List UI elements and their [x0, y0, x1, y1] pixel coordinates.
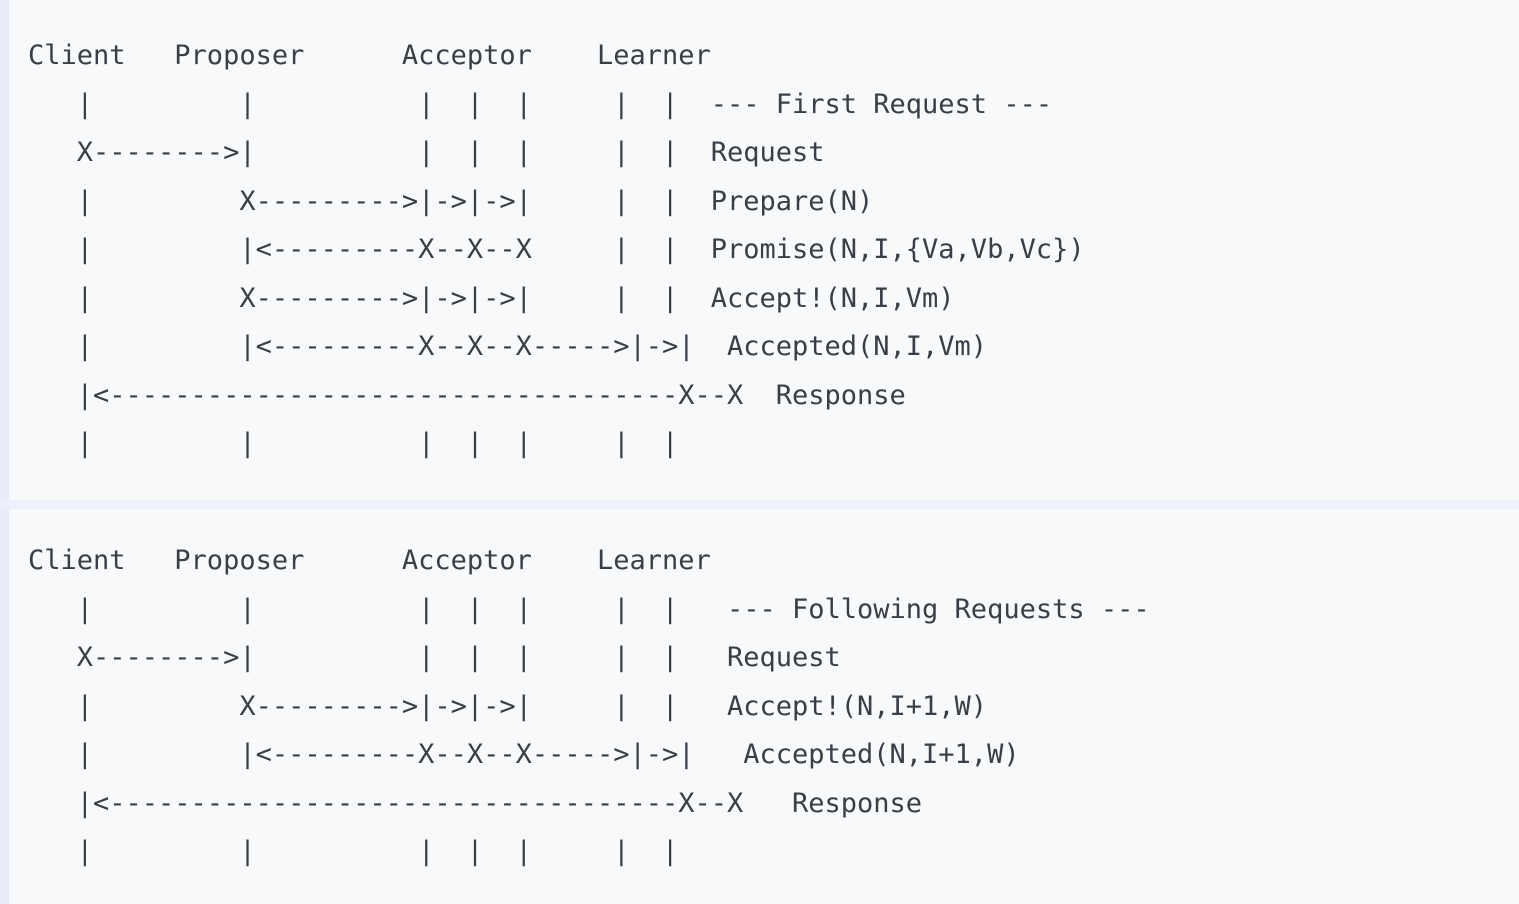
- block-divider: [0, 500, 1519, 509]
- first-request-block: Client Proposer Acceptor Learner | | | |…: [9, 0, 1519, 500]
- first-request-ascii-art: Client Proposer Acceptor Learner | | | |…: [28, 40, 1085, 459]
- left-edge-strip: [0, 0, 9, 904]
- following-requests-ascii-art: Client Proposer Acceptor Learner | | | |…: [28, 545, 1150, 867]
- following-requests-block: Client Proposer Acceptor Learner | | | |…: [9, 509, 1519, 904]
